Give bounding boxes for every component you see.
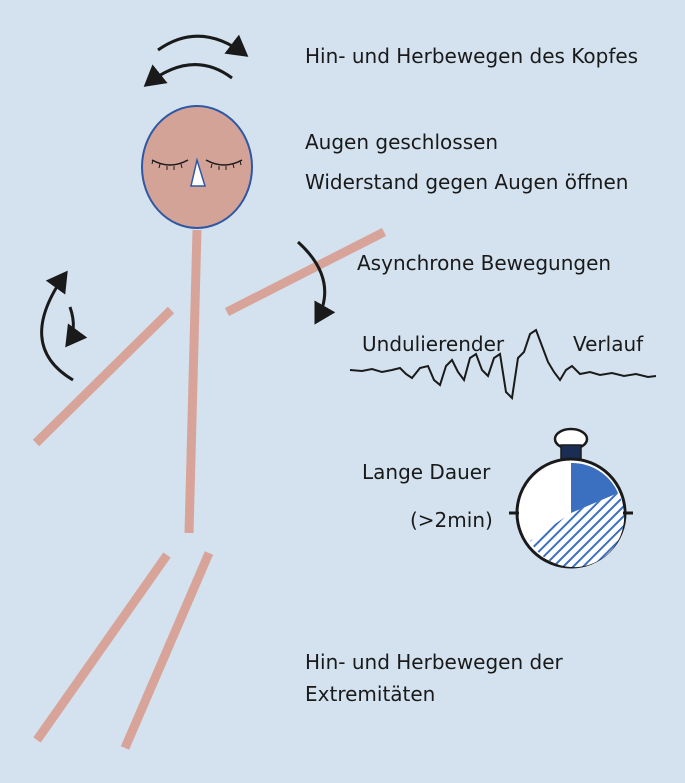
left-arm (32, 306, 175, 447)
stick-figure-body (32, 227, 387, 750)
duration-value-label: (>2min) (410, 508, 493, 532)
async-moves-label: Asynchrone Bewegungen (357, 251, 612, 275)
head-motion-label: Hin- und Herbewegen des Kopfes (305, 44, 639, 68)
long-duration-label: Lange Dauer (362, 460, 491, 484)
undulating-label: Undulierender (362, 332, 505, 356)
limbs-motion-label-line2: Extremitäten (305, 682, 436, 706)
right-arm (224, 227, 387, 317)
undulating-wave-icon (349, 328, 657, 401)
torso (184, 229, 202, 534)
limbs-motion-label-line1: Hin- und Herbewegen der (305, 650, 563, 674)
right-closed-eye-icon (205, 159, 243, 166)
eye-resistance-label: Widerstand gegen Augen öffnen (305, 170, 629, 194)
head-rotation-arrows-icon (143, 34, 249, 87)
course-label: Verlauf (573, 332, 644, 356)
eyes-closed-label: Augen geschlossen (305, 130, 499, 154)
head (141, 105, 253, 229)
right-leg (120, 551, 214, 750)
nose-icon (190, 157, 207, 187)
left-closed-eye-icon (151, 159, 189, 166)
arm-motion-arrows-icon (40, 240, 336, 382)
stopwatch-icon (509, 427, 633, 569)
left-leg (33, 552, 171, 743)
